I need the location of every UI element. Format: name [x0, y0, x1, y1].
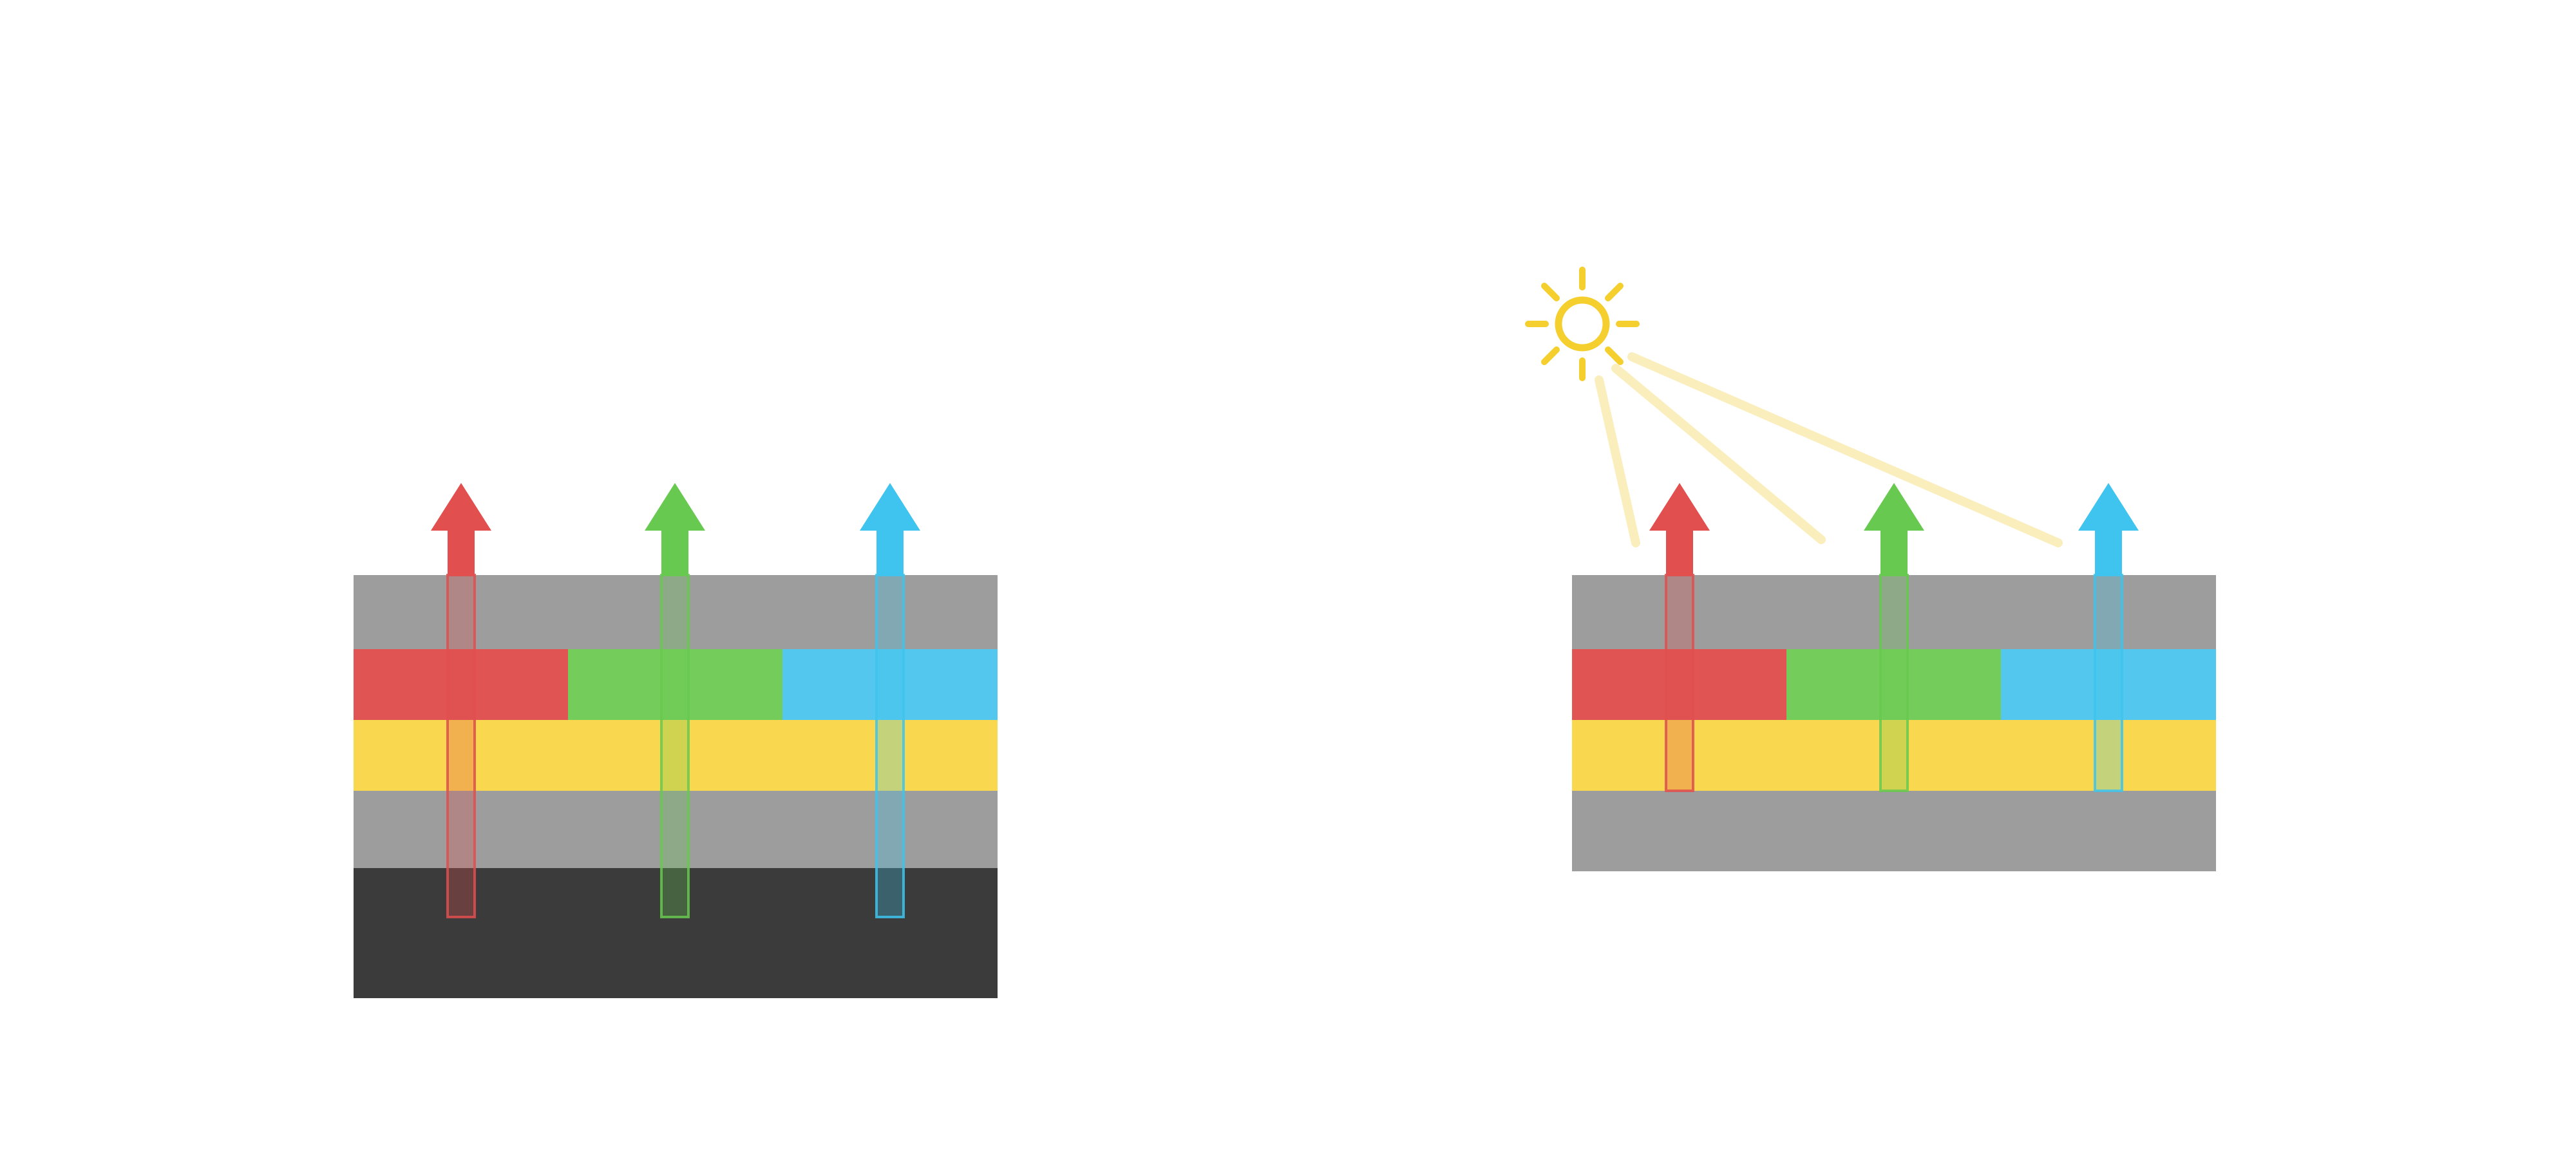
left-red-subpixel: [354, 649, 568, 720]
light-beam-right: [1627, 352, 2063, 547]
left-cyan-subpixel: [782, 649, 998, 720]
left-red-light-arrow: [431, 483, 491, 918]
reflective-display-stack: [1572, 575, 2216, 871]
right-green-light-arrow: [1864, 483, 1924, 792]
left-light-arrows: [431, 483, 920, 918]
cyan-arrow-shaft: [2094, 574, 2123, 792]
cyan-arrow-shaft: [875, 574, 905, 918]
cyan-arrow-head: [2078, 483, 2139, 576]
right-green-subpixel: [1786, 649, 2001, 720]
right-red-subpixel: [1572, 649, 1786, 720]
sun-core-circle: [1555, 296, 1610, 352]
sun-ray-southeast: [1605, 346, 1624, 365]
backlit-display-stack: [354, 575, 998, 998]
cyan-arrow-head: [860, 483, 920, 576]
sun-ray-northwest: [1541, 283, 1560, 301]
light-beam-left: [1595, 375, 1640, 547]
light-beam-middle: [1611, 364, 1826, 544]
right-bottom-gray-layer: [1572, 791, 2216, 871]
left-bottom-gray-layer: [354, 791, 998, 868]
red-arrow-head: [1649, 483, 1710, 576]
left-top-gray-layer: [354, 575, 998, 649]
right-red-light-arrow: [1649, 483, 1710, 792]
green-arrow-head: [645, 483, 705, 576]
left-backlight-dark-layer: [354, 868, 998, 998]
green-arrow-shaft: [660, 574, 690, 918]
sun-ray-southwest: [1541, 346, 1560, 365]
left-yellow-layer: [354, 720, 998, 791]
right-cyan-light-arrow: [2078, 483, 2139, 792]
ambient-light-beams: [1595, 352, 2063, 547]
left-green-subpixel: [568, 649, 782, 720]
red-arrow-shaft: [446, 574, 476, 918]
red-arrow-head: [431, 483, 491, 576]
right-yellow-layer: [1572, 720, 2216, 791]
green-arrow-shaft: [1879, 574, 1909, 792]
red-arrow-shaft: [1665, 574, 1694, 792]
left-green-light-arrow: [645, 483, 705, 918]
right-light-arrows: [1649, 483, 2139, 792]
sun-ray-northeast: [1605, 283, 1624, 301]
sun-icon: [1525, 267, 1640, 381]
left-cyan-light-arrow: [860, 483, 920, 918]
right-top-gray-layer: [1572, 575, 2216, 649]
right-cyan-subpixel: [2001, 649, 2216, 720]
green-arrow-head: [1864, 483, 1924, 576]
